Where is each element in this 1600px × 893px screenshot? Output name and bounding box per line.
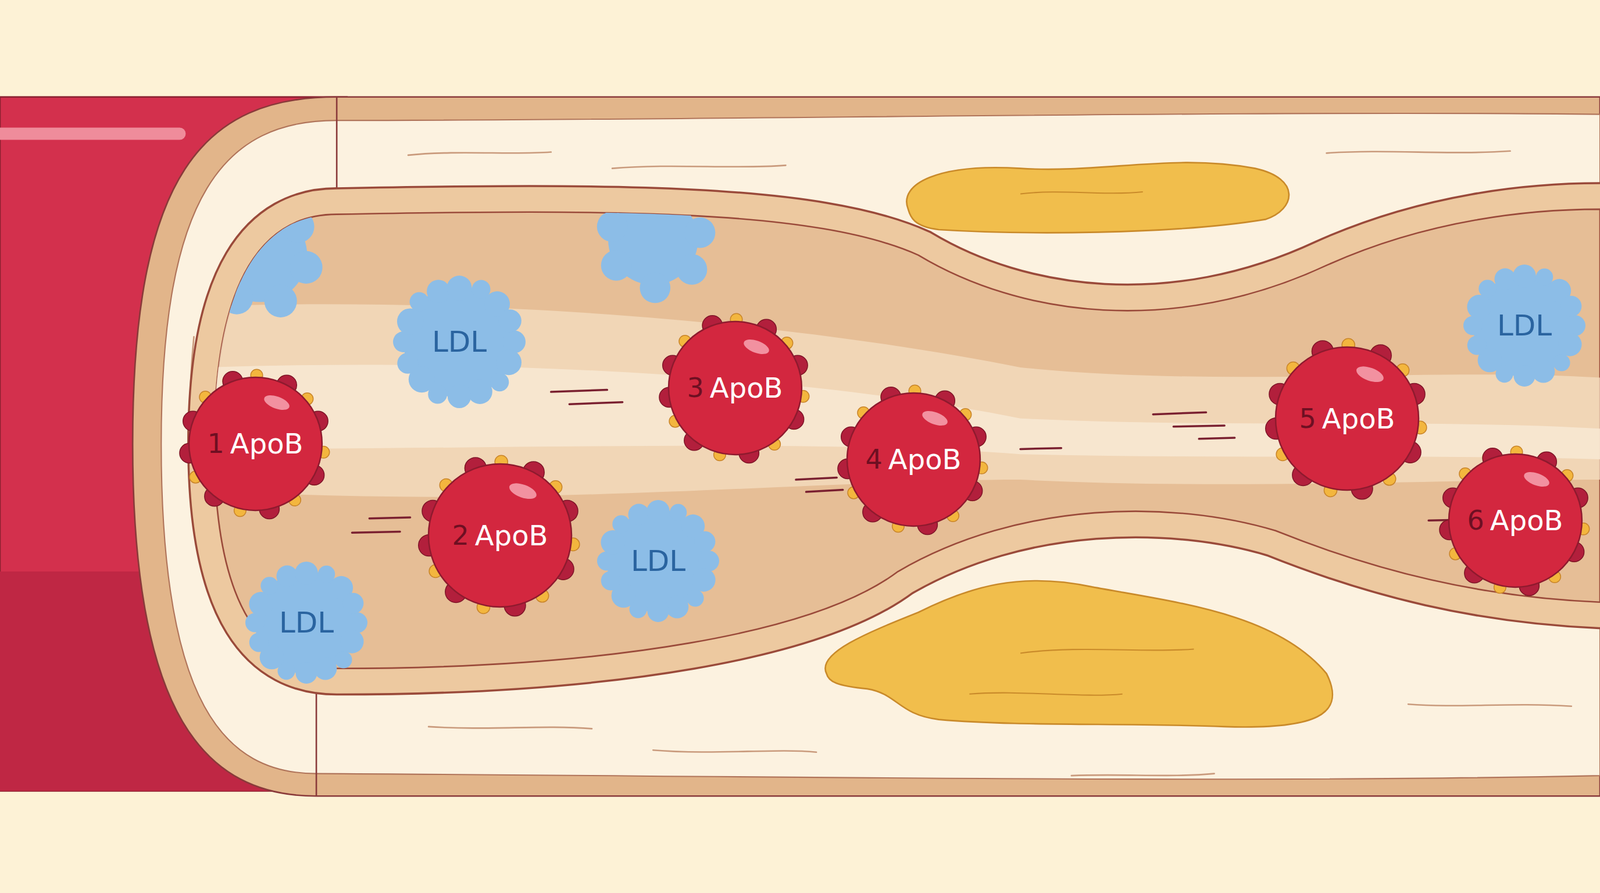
ldl-label: LDL bbox=[630, 544, 686, 578]
particle-text: LDL bbox=[279, 605, 334, 640]
particle-label: ApoB bbox=[1322, 402, 1396, 435]
particle-number: 6 bbox=[1467, 504, 1485, 537]
particle-highlight bbox=[741, 336, 771, 357]
particle-text: 5ApoB bbox=[1299, 402, 1396, 435]
particle-text: LDL bbox=[1497, 308, 1552, 343]
particle-label: ApoB bbox=[230, 427, 304, 460]
particle-label: ApoB bbox=[1490, 504, 1564, 537]
particle-body bbox=[668, 321, 802, 455]
ldl-label: LDL bbox=[279, 605, 334, 640]
ldl-particle: LDL bbox=[393, 275, 526, 409]
particle-number: 3 bbox=[687, 372, 705, 404]
particle-highlight bbox=[920, 408, 950, 429]
artery-wall bbox=[132, 97, 1600, 796]
blue-particle bbox=[195, 187, 323, 318]
ldl-body bbox=[597, 500, 720, 623]
particle-highlight bbox=[262, 392, 292, 413]
apob-particle: 4ApoB bbox=[847, 393, 981, 527]
particle-body bbox=[428, 463, 572, 607]
blue-particle bbox=[597, 180, 716, 304]
apob-particle: 6ApoB bbox=[1448, 454, 1582, 588]
plaque bbox=[825, 580, 1333, 728]
ldl-body bbox=[1463, 264, 1586, 387]
ldl-label: LDL bbox=[1497, 308, 1552, 343]
particle-number: 5 bbox=[1299, 402, 1317, 435]
particle-text: 3ApoB bbox=[687, 371, 784, 405]
particle-body bbox=[1448, 454, 1582, 588]
particle-number: 2 bbox=[452, 519, 470, 552]
apob-particle: 1ApoB bbox=[188, 377, 323, 511]
ldl-particle: LDL bbox=[1463, 264, 1586, 387]
particle-number: 1 bbox=[207, 427, 225, 460]
particle-highlight bbox=[1354, 363, 1386, 386]
wall-white-layer bbox=[161, 113, 1600, 780]
particle-text: 6ApoB bbox=[1467, 504, 1564, 537]
plaque bbox=[906, 162, 1289, 234]
ldl-body bbox=[393, 275, 526, 409]
particle-highlight bbox=[506, 480, 539, 503]
particle-body bbox=[1275, 347, 1419, 491]
particle-text: 4ApoB bbox=[865, 443, 962, 476]
particle-label: ApoB bbox=[888, 443, 962, 476]
particle-highlight bbox=[1522, 469, 1552, 490]
particle-label: ApoB bbox=[709, 371, 784, 405]
ldl-body bbox=[245, 561, 368, 684]
particle-number: 4 bbox=[865, 443, 883, 475]
particle-text: LDL bbox=[431, 325, 487, 359]
apob-particle: 5ApoB bbox=[1275, 347, 1419, 491]
particle-text: 1ApoB bbox=[207, 427, 304, 460]
ldl-particle: LDL bbox=[245, 561, 368, 684]
apob-particle: 2ApoB bbox=[428, 463, 572, 607]
apob-particle: 3ApoB bbox=[668, 321, 802, 455]
ldl-label: LDL bbox=[431, 325, 487, 359]
section-edge bbox=[336, 97, 338, 195]
particle-text: LDL bbox=[630, 544, 686, 578]
particle-text: 2ApoB bbox=[452, 519, 549, 552]
particle-body bbox=[188, 377, 323, 511]
vessel-highlight bbox=[0, 127, 180, 140]
particle-body bbox=[847, 393, 981, 527]
particle-label: ApoB bbox=[475, 519, 549, 552]
ldl-particle: LDL bbox=[597, 500, 720, 623]
